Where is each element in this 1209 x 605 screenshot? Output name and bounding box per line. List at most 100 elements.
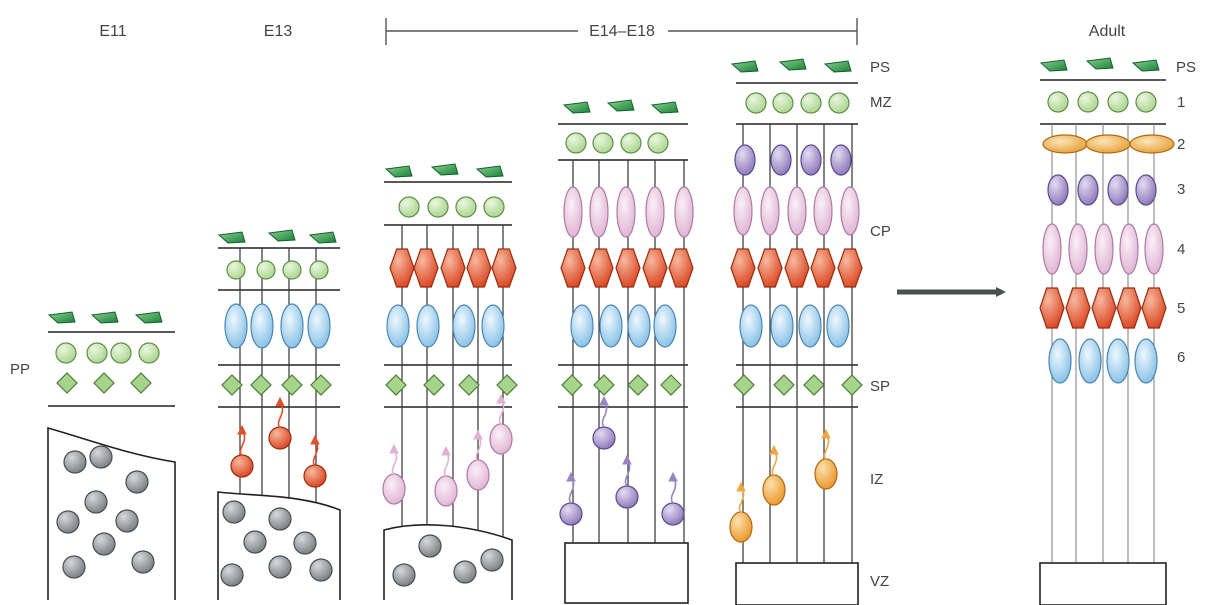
subplate-cell [733,374,755,396]
progenitor-cell [125,470,149,494]
layer2-cell [1042,134,1088,154]
subplate-cell [803,374,825,396]
subplate-cell [281,374,303,396]
e14-e18-range-bracket [385,18,858,45]
layer6-neuron [481,304,505,348]
layer5-neuron [730,248,756,288]
migrating-neuron-purple-arrowhead [566,471,576,482]
layer6-neuron [1106,338,1130,384]
progenitor-cell [92,532,116,556]
layer6-neuron [416,304,440,348]
migrating-neuron-purple-arrowhead [599,395,609,406]
subplate-cell [660,374,682,396]
preplate-cell [138,342,160,364]
pial-cell [47,311,76,324]
progenitor-cell [56,510,80,534]
stage-label-e11: E11 [99,23,126,40]
migrating-neuron-purple [661,502,685,526]
migrating-neuron-purple [592,426,616,450]
pial-cell [562,101,591,114]
adult-label-ps: PS [1176,59,1196,76]
layer4-neuron [563,186,583,238]
migrating-neuron-red-arrowhead [310,434,320,445]
migrating-neuron-orange [814,458,838,490]
subplate-cell [250,374,272,396]
layer5-neuron [784,248,810,288]
subplate-cell [773,374,795,396]
layer4-neuron [813,186,833,236]
ventricular-zone-box [1039,562,1167,605]
layer6-neuron [1078,338,1102,384]
zone-label-mz: MZ [870,94,892,111]
layer6-neuron [1134,338,1158,384]
layer4-neuron [760,186,780,236]
progenitor-cell [453,560,477,584]
adult-label-layer-6: 6 [1177,349,1185,366]
subplate-cell [221,374,243,396]
layer4-neuron [616,186,636,238]
subplate-cell [627,374,649,396]
preplate-cell [55,342,77,364]
subplate-cell [458,374,480,396]
layer6-neuron [653,304,677,348]
migrating-neuron-red [303,464,327,488]
pial-cell [475,165,504,178]
marginal-zone-cell [398,196,420,218]
layer5-neuron [588,248,614,288]
layer6-neuron [770,304,794,348]
layer6-neuron [826,304,850,348]
adult-label-layer-2: 2 [1177,136,1185,153]
layer6-neuron [739,304,763,348]
layer6-neuron [570,304,594,348]
migrating-neuron-orange-arrowhead [821,428,831,439]
migrating-neuron-pink [466,459,490,491]
progenitor-cell [62,555,86,579]
migrating-neuron-orange-arrowhead [769,444,779,455]
layer6-neuron [280,303,304,349]
pial-cell [606,99,635,112]
progenitor-cell [63,450,87,474]
layer5-neuron [1141,287,1167,329]
pial-cell [430,163,459,176]
subplate-cell [593,374,615,396]
migrating-neuron-orange-arrowhead [736,481,746,492]
zone-label-vz: VZ [870,573,889,590]
marginal-zone-cell [226,260,246,280]
ventricular-zone-box [735,562,859,605]
progenitor-cell [268,507,292,531]
marginal-zone-cell [256,260,276,280]
marginal-zone-cell [800,92,822,114]
layer4-neuron [1042,223,1062,275]
progenitor-cell [392,563,416,587]
migrating-neuron-pink-arrowhead [389,443,399,454]
adult-label-layer-4: 4 [1177,241,1185,258]
marginal-zone-cell [282,260,302,280]
zone-label-iz: IZ [870,471,883,488]
subplate-cell [93,372,115,394]
pial-cell [823,60,852,73]
layer2-cell [1129,134,1175,154]
layer1-cell [1107,91,1129,113]
subplate-cell [310,374,332,396]
zone-label-pp: PP [10,361,30,378]
zone-label-ps: PS [870,59,890,76]
pial-cell [730,60,759,73]
layer5-neuron [757,248,783,288]
layer4-neuron [1144,223,1164,275]
column-e18 [729,58,863,605]
layer5-neuron [810,248,836,288]
layer6-neuron [599,304,623,348]
migrating-neuron-red-arrowhead [275,396,285,407]
column-e13 [217,229,341,600]
zone-label-sp: SP [870,378,890,395]
migrating-neuron-pink [489,423,513,455]
marginal-zone-cell [483,196,505,218]
preplate-cell [110,342,132,364]
stage-label-adult: Adult [1089,23,1126,40]
progenitor-cell [222,500,246,524]
layer4-neuron [1068,223,1088,275]
layer5-neuron [491,248,517,288]
layer5-neuron [466,248,492,288]
preplate-cell [86,342,108,364]
marginal-zone-cell [772,92,794,114]
